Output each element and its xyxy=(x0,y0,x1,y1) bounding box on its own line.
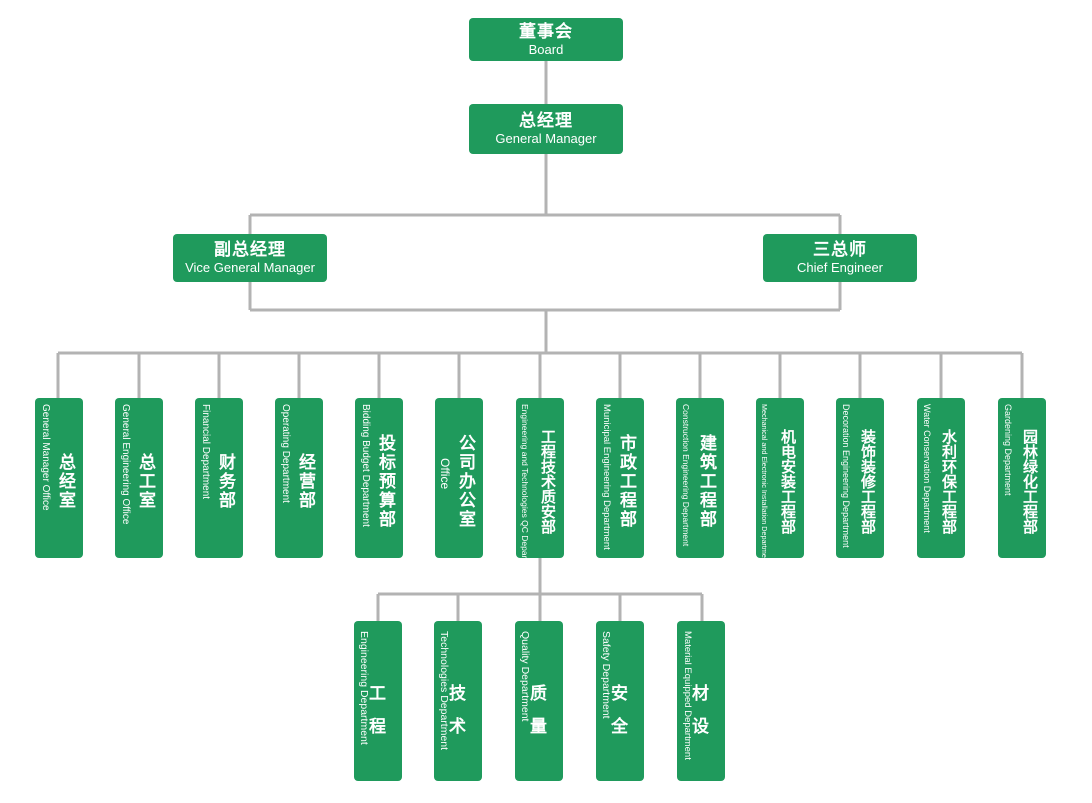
sub-department-label-cn: 材设 xyxy=(688,684,708,750)
department-label-en: General Engineering Office xyxy=(120,404,131,525)
sub-department-label-en: Material Equipped Department xyxy=(682,631,693,760)
department-municipal-engineering: Municipal Engineering Department 市政工程部 xyxy=(596,398,644,558)
department-label-en: Municipal Engineering Department xyxy=(601,404,612,550)
vice-general-manager-label-cn: 副总经理 xyxy=(214,240,286,260)
department-label-cn: 投标预算部 xyxy=(375,433,395,529)
department-label-cn: 财务部 xyxy=(215,452,235,510)
vice-general-manager-label-en: Vice General Manager xyxy=(185,260,315,275)
department-label-en: Bidding Budget Department xyxy=(360,404,371,527)
department-office: Office 公司办公室 xyxy=(435,398,483,558)
sub-department-engineering: Engineering Department 工程 xyxy=(354,621,402,781)
department-label-en: Decoration Engineering Department xyxy=(841,404,851,548)
department-label-en: Water Conservation Department xyxy=(922,404,932,533)
chief-engineer-label-en: Chief Engineer xyxy=(797,260,883,275)
department-decoration-engineering: Decoration Engineering Department 装饰装修工程… xyxy=(836,398,884,558)
department-label-cn: 园林绿化工程部 xyxy=(1021,428,1039,534)
department-construction-engineering: Construction Engineering Department 建筑工程… xyxy=(676,398,724,558)
vice-general-manager-box: 副总经理 Vice General Manager xyxy=(173,234,327,282)
department-engineering-technologies-qc: Engineering and Technologies QC Departme… xyxy=(516,398,564,580)
sub-department-label-en: Quality Department xyxy=(519,631,531,722)
sub-department-label-cn: 技术 xyxy=(445,684,465,750)
department-mechanical-electronic-installation: Mechanical and Electronic Installation D… xyxy=(756,398,804,564)
chief-engineer-label-cn: 三总师 xyxy=(813,240,867,260)
sub-department-quality: Quality Department 质量 xyxy=(515,621,563,781)
department-bidding-budget: Bidding Budget Department 投标预算部 xyxy=(355,398,403,558)
department-financial: Financial Department 财务部 xyxy=(195,398,243,558)
department-water-conservation: Water Conservation Department 水利环保工程部 xyxy=(917,398,965,558)
department-label-cn: 公司办公室 xyxy=(455,433,475,529)
department-label-en: Gardening Department xyxy=(1003,404,1013,496)
sub-department-safety: Safety Department 安全 xyxy=(596,621,644,781)
board-box: 董事会 Board xyxy=(469,18,623,61)
department-label-cn: 工程技术质安部 xyxy=(539,428,557,534)
department-label-en: General Manager Office xyxy=(40,404,51,511)
department-label-cn: 总经室 xyxy=(55,452,75,510)
department-label-cn: 市政工程部 xyxy=(616,433,636,529)
department-label-cn: 机电安装工程部 xyxy=(779,428,797,534)
department-label-cn: 经营部 xyxy=(295,452,315,510)
department-label-cn: 装饰装修工程部 xyxy=(859,428,877,534)
sub-department-label-cn: 安全 xyxy=(607,684,627,750)
board-label-cn: 董事会 xyxy=(519,21,573,42)
chief-engineer-box: 三总师 Chief Engineer xyxy=(763,234,917,282)
department-label-en: Office xyxy=(438,458,452,490)
department-label-cn: 总工室 xyxy=(135,452,155,510)
department-general-manager-office: General Manager Office 总经室 xyxy=(35,398,83,558)
department-gardening: Gardening Department 园林绿化工程部 xyxy=(998,398,1046,558)
department-label-en: Operating Department xyxy=(280,404,291,503)
general-manager-label-cn: 总经理 xyxy=(519,111,573,131)
sub-department-label-en: Technologies Department xyxy=(438,631,450,751)
sub-department-label-en: Safety Department xyxy=(600,631,612,719)
sub-department-material-equipped: Material Equipped Department 材设 xyxy=(677,621,725,781)
department-label-cn: 水利环保工程部 xyxy=(940,428,958,534)
department-label-cn: 建筑工程部 xyxy=(696,433,716,529)
general-manager-label-en: General Manager xyxy=(495,131,597,146)
sub-department-label-cn: 工程 xyxy=(365,684,385,750)
department-label-en: Construction Engineering Department xyxy=(681,404,691,547)
department-label-en: Mechanical and Electronic Installation D… xyxy=(760,404,769,564)
general-manager-box: 总经理 General Manager xyxy=(469,104,623,154)
department-general-engineering-office: General Engineering Office 总工室 xyxy=(115,398,163,558)
department-operating: Operating Department 经营部 xyxy=(275,398,323,558)
sub-department-label-en: Engineering Department xyxy=(358,631,370,745)
sub-department-label-cn: 质量 xyxy=(526,684,546,750)
board-label-en: Board xyxy=(528,41,564,57)
sub-department-technologies: Technologies Department 技术 xyxy=(434,621,482,781)
department-label-en: Engineering and Technologies QC Departme… xyxy=(520,404,530,580)
department-label-en: Financial Department xyxy=(200,404,211,500)
